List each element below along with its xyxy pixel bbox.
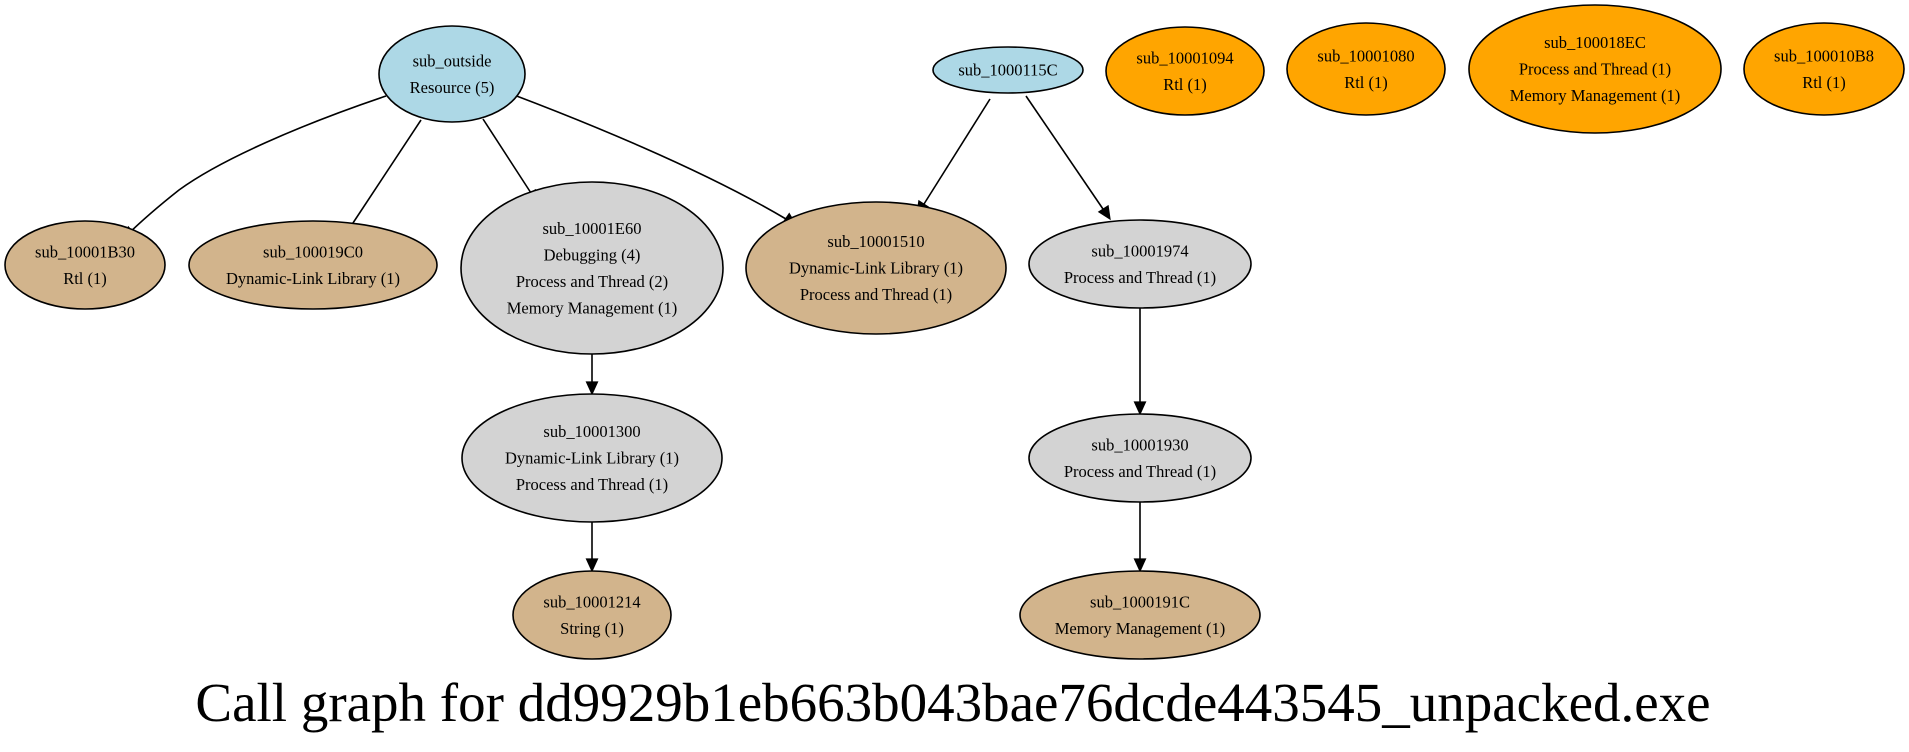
node-api-category: Process and Thread (2) [516, 272, 668, 291]
arrowhead-icon [1133, 558, 1147, 573]
edge-line [1025, 95, 1104, 210]
edge-sub_10001930-to-sub_1000191C [1133, 502, 1147, 573]
node-name: sub_10001B30 [35, 242, 135, 261]
node-ellipse[interactable] [1105, 26, 1265, 116]
node-api-category: Dynamic-Link Library (1) [505, 449, 679, 468]
edge-sub_10001300-to-sub_10001214 [585, 522, 599, 573]
edge-sub_1000115C-to-sub_10001974 [1025, 95, 1111, 221]
graph-title: Call graph for dd9929b1eb663b043bae76dcd… [195, 672, 1710, 733]
edge-line [350, 119, 422, 227]
node-api-category: Memory Management (1) [1055, 619, 1225, 638]
node-name: sub_100019C0 [263, 242, 363, 261]
node-ellipse[interactable] [1468, 4, 1722, 134]
node-api-category: Process and Thread (1) [800, 285, 952, 304]
node-sub_100018EC[interactable]: sub_100018EC Process and Thread (1) Memory… [1468, 4, 1722, 134]
edge-sub_outside-to-sub_10001E60 [482, 118, 538, 205]
edge-line [122, 95, 387, 240]
node-name: sub_1000191C [1090, 592, 1190, 611]
node-sub_1000191C[interactable]: sub_1000191C Memory Management (1) [1019, 570, 1261, 660]
node-ellipse[interactable] [745, 201, 1007, 335]
node-ellipse[interactable] [512, 570, 672, 660]
node-ellipse[interactable] [460, 181, 724, 355]
edge-line [482, 118, 532, 194]
node-ellipse[interactable] [1028, 413, 1252, 503]
edge-line [923, 98, 991, 205]
edge-sub_1000115C-to-sub_10001510 [916, 98, 991, 216]
node-name: sub_10001510 [827, 232, 924, 251]
node-name: sub_10001300 [543, 422, 640, 441]
edge-line [513, 94, 787, 220]
node-ellipse[interactable] [1028, 219, 1252, 309]
node-name: sub_100010B8 [1774, 46, 1874, 65]
arrowhead-icon [585, 558, 599, 573]
node-ellipse[interactable] [378, 25, 526, 123]
edge-sub_10001974-to-sub_10001930 [1133, 308, 1147, 416]
node-name: sub_10001094 [1136, 48, 1233, 67]
node-api-category: Rtl (1) [1802, 73, 1846, 92]
node-api-category: Process and Thread (1) [516, 475, 668, 494]
node-name: sub_10001080 [1317, 46, 1414, 65]
node-api-category: Resource (5) [410, 78, 495, 97]
node-api-category: Rtl (1) [63, 269, 107, 288]
node-ellipse[interactable] [932, 46, 1084, 94]
node-ellipse[interactable] [1286, 22, 1446, 116]
node-api-category: Process and Thread (1) [1064, 268, 1216, 287]
node-name: sub_1000115C [958, 61, 1057, 80]
node-api-category: Rtl (1) [1163, 75, 1207, 94]
node-name: sub_10001974 [1091, 241, 1188, 260]
node-name: sub_10001930 [1091, 435, 1188, 454]
node-name: sub_100018EC [1544, 33, 1646, 52]
node-api-category: Memory Management (1) [507, 298, 677, 317]
edge-sub_outside-to-sub_10001B30 [121, 95, 387, 240]
node-api-category: Dynamic-Link Library (1) [226, 269, 400, 288]
arrowhead-icon [1133, 401, 1147, 416]
node-api-category: String (1) [560, 619, 624, 638]
arrowhead-icon [1097, 204, 1111, 221]
node-ellipse[interactable] [188, 220, 438, 310]
node-api-category: Process and Thread (1) [1064, 462, 1216, 481]
edge-sub_outside-to-sub_100019C0 [344, 119, 422, 238]
arrowhead-icon [585, 381, 599, 396]
node-ellipse[interactable] [461, 393, 723, 523]
node-name: sub_10001E60 [543, 219, 642, 238]
node-api-category: Memory Management (1) [1510, 86, 1680, 105]
node-api-category: Debugging (4) [544, 245, 641, 264]
node-api-category: Dynamic-Link Library (1) [789, 259, 963, 278]
node-ellipse[interactable] [1743, 22, 1905, 116]
node-name: sub_10001214 [543, 592, 640, 611]
node-ellipse[interactable] [4, 220, 166, 310]
node-sub_1000115C[interactable]: sub_1000115C [932, 46, 1084, 94]
node-name: sub_outside [413, 51, 492, 70]
node-api-category: Rtl (1) [1344, 73, 1388, 92]
node-api-category: Process and Thread (1) [1519, 60, 1671, 79]
edge-sub_10001E60-to-sub_10001300 [585, 354, 599, 396]
node-ellipse[interactable] [1019, 570, 1261, 660]
